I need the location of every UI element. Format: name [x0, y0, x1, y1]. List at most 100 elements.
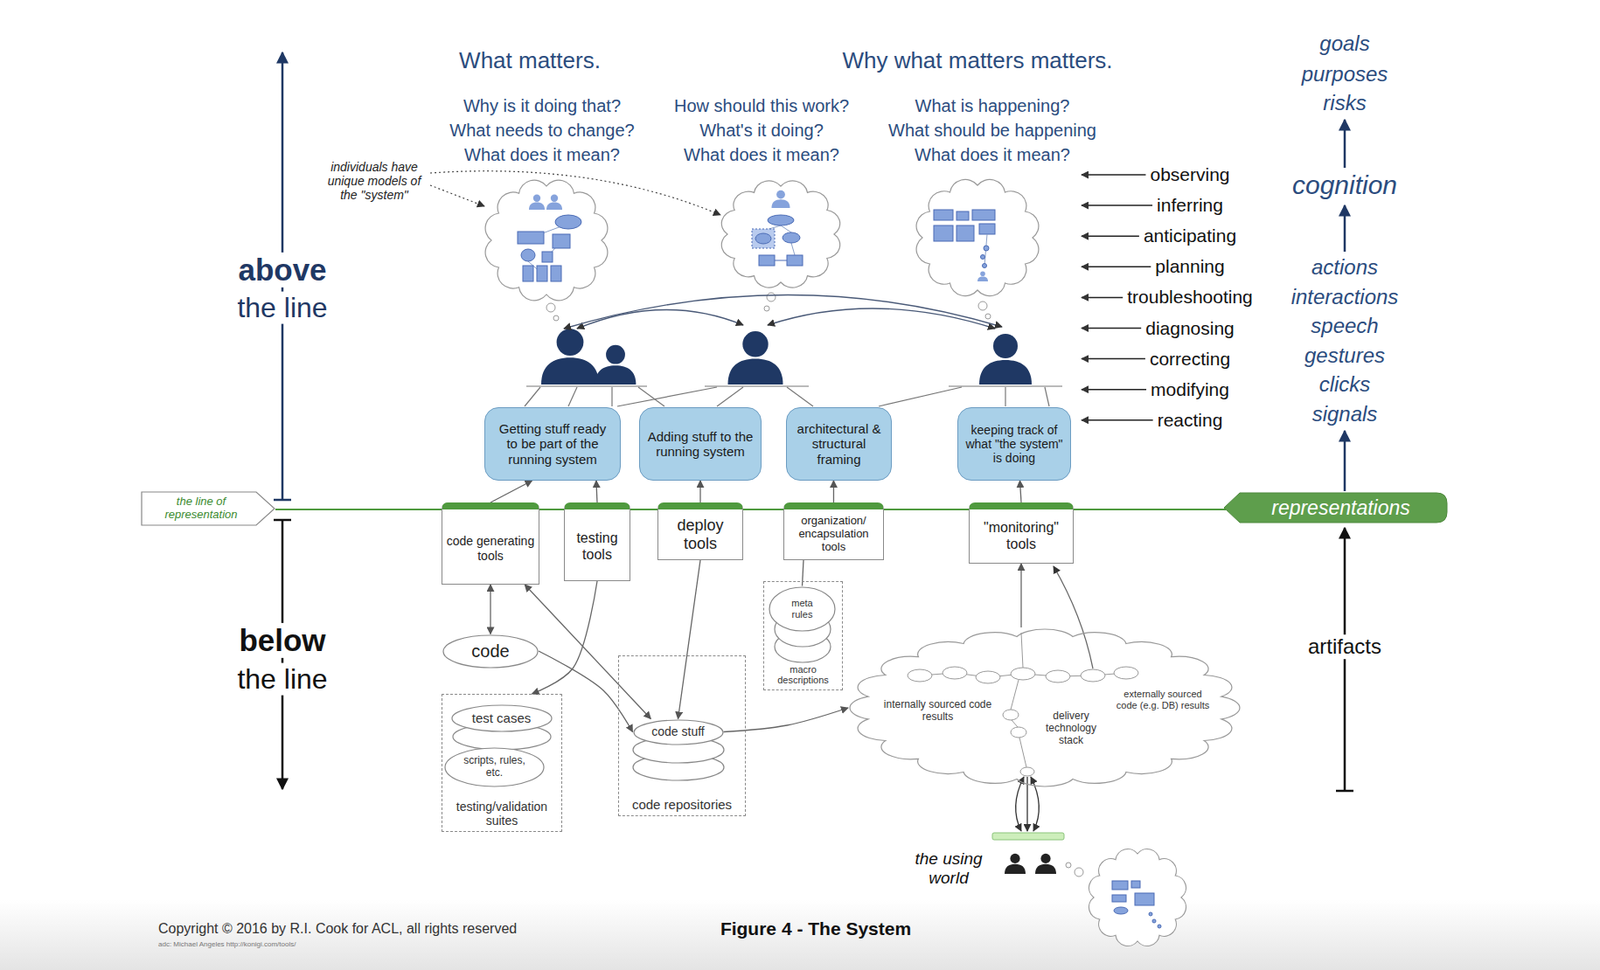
model-shape	[767, 215, 794, 226]
bubble-tail	[546, 303, 556, 313]
work-link	[1004, 387, 1006, 407]
network-node	[1045, 670, 1071, 683]
activity-verb: diagnosing	[1145, 317, 1235, 339]
axis-label: the line	[231, 663, 333, 696]
action-word: signals	[1312, 402, 1378, 427]
connector	[678, 560, 702, 720]
network-link	[1011, 720, 1018, 728]
heading: Why what matters matters.	[841, 48, 1113, 75]
running-system-network	[907, 566, 1139, 777]
work-link	[611, 387, 613, 407]
verb-arrow	[1081, 297, 1123, 300]
model-shape	[1131, 881, 1141, 889]
node-text: code repositories	[632, 797, 732, 813]
thought-bubble	[485, 180, 608, 301]
node-text: code	[471, 641, 509, 662]
node-text: keeping track of what "the system" is do…	[965, 423, 1064, 466]
representation-line	[275, 508, 1226, 511]
axis-arrow	[1343, 431, 1347, 492]
tool-box: testing tools	[563, 502, 631, 582]
network-node	[975, 671, 1001, 684]
model-shape	[956, 225, 974, 242]
work-link	[638, 387, 665, 407]
model-shape	[1112, 895, 1127, 903]
node-text: internally sourced code results	[883, 699, 993, 724]
network-link	[1019, 737, 1027, 768]
work-link	[1044, 387, 1050, 407]
user-silhouette	[1035, 854, 1057, 875]
question: What does it mean?	[464, 145, 620, 166]
model-person	[546, 194, 563, 210]
bubble-tail	[764, 306, 770, 312]
verb-arrow	[1081, 419, 1154, 422]
node-text: meta rules	[781, 598, 824, 620]
verb-arrow	[1081, 266, 1151, 269]
figure-caption: Figure 4 - The System	[720, 918, 912, 940]
model-shape	[933, 225, 954, 242]
work-link	[786, 387, 814, 407]
network-node	[1002, 709, 1019, 721]
activity-verb: modifying	[1150, 379, 1230, 401]
thought-bubbles	[485, 179, 1039, 321]
banner-shape	[141, 492, 275, 526]
goal-word: risks	[1322, 90, 1366, 116]
model-shape	[972, 209, 995, 221]
connector	[490, 480, 533, 503]
model-person	[977, 271, 988, 282]
verb-arrow	[1081, 235, 1140, 237]
verb-arrow	[1081, 173, 1146, 176]
activity-box: Getting stuff ready to be part of the ru…	[484, 407, 621, 481]
note: individuals have unique models of the "s…	[320, 160, 428, 202]
interaction-arc	[767, 308, 995, 329]
model-dot	[982, 264, 988, 269]
thought-bubble	[1089, 849, 1187, 947]
network-node	[1010, 727, 1027, 738]
node-text: testing tools	[567, 530, 627, 564]
model-shape	[1113, 907, 1128, 915]
artifact-ellipse: scripts, rules, etc.	[444, 747, 545, 788]
node-text: the line of representation	[147, 495, 255, 522]
model-shape	[751, 229, 775, 249]
copyright: Copyright © 2016 by R.I. Cook for ACL, a…	[158, 921, 517, 938]
model-shape	[786, 255, 803, 266]
mental-model	[517, 190, 995, 282]
network-link	[1010, 680, 1019, 710]
person-silhouette	[541, 328, 599, 385]
activity-verb: inferring	[1156, 194, 1224, 216]
using-world	[992, 777, 1186, 947]
ellipse-shape	[443, 635, 538, 668]
tool-box: deploy tools	[657, 502, 744, 561]
bubble-tail	[766, 292, 776, 302]
bubble-tail	[1065, 862, 1072, 869]
usage-arrow	[1015, 777, 1024, 832]
footer-band	[0, 900, 1600, 970]
ellipse-shape	[445, 748, 544, 787]
activity-box: keeping track of what "the system" is do…	[957, 407, 1072, 481]
ellipse-shape	[769, 587, 835, 632]
work-link	[568, 387, 578, 407]
credit: adc: Michael Angeles http://konigi.com/t…	[158, 940, 296, 949]
question: What does it mean?	[683, 145, 840, 166]
node-text: test cases	[472, 710, 532, 726]
question: What's it doing?	[699, 120, 824, 141]
model-shape	[782, 232, 800, 244]
tool-box: code generating tools	[441, 502, 540, 585]
model-shape	[1134, 893, 1155, 906]
person-silhouette	[595, 345, 637, 385]
leader-line	[430, 185, 485, 207]
connector	[489, 584, 491, 635]
activity-verb: correcting	[1149, 348, 1231, 370]
verb-arrow	[1081, 327, 1141, 330]
axis-label: the line	[231, 292, 333, 325]
node-text: Adding stuff to the running system	[646, 429, 754, 460]
model-link	[791, 243, 795, 256]
axis-arrow	[1343, 205, 1347, 252]
artifact-group: code repositoriescode stuff	[618, 655, 746, 817]
tool-box: "monitoring" tools	[968, 502, 1074, 564]
usage-arrow	[1026, 777, 1028, 832]
axis-label: below	[233, 623, 331, 659]
artifact-ellipse: meta rules	[768, 586, 836, 633]
user-silhouette	[1004, 854, 1026, 875]
cognition-word: cognition	[1292, 170, 1398, 202]
question: What is happening?	[915, 96, 1071, 117]
